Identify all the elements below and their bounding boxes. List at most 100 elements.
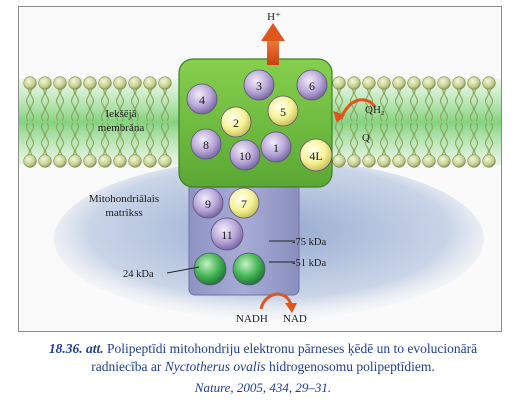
lipid-head (422, 76, 436, 90)
membrane-label-line2: membrāna (98, 122, 145, 134)
nadh-label: NADH (236, 313, 268, 325)
lipid-head (98, 154, 112, 168)
subunit-label: 10 (239, 149, 251, 163)
subunit-label: 2 (233, 116, 239, 130)
lipid-head (362, 76, 376, 90)
caption-line1: 18.36. att. Polipeptīdi mitohondriju ele… (0, 340, 526, 358)
lipid-head (377, 154, 391, 168)
lipid-head (347, 154, 361, 168)
membrane-complex (178, 58, 333, 188)
kda24-leader (166, 266, 200, 274)
lipid-head (422, 154, 436, 168)
caption-line1-text: Polipeptīdi mitohondriju elektronu pārne… (107, 341, 478, 356)
kda51-label: -51 kDa (292, 258, 326, 269)
subunit-sphere (229, 139, 261, 171)
nad-label: NAD (283, 313, 307, 325)
nadh-arrow (259, 292, 293, 310)
lipid-head (347, 76, 361, 90)
lipid-head (53, 154, 67, 168)
lipid-head (23, 76, 37, 90)
subunit-label: 3 (256, 79, 262, 93)
quinone-arrow (339, 98, 377, 120)
lipid-bilayer (23, 76, 496, 168)
subunit-label: 11 (221, 228, 233, 242)
matrix-label-line1: Mitohondriālais (89, 193, 159, 205)
lipid-head (392, 76, 406, 90)
nadh-arrow-head (285, 303, 297, 313)
kda24-label: 24 kDa (123, 269, 154, 280)
subunit-label: 4 (199, 93, 205, 107)
lipid-head (332, 154, 346, 168)
kda75-label: -75 kDa (292, 237, 326, 248)
lipid-head (38, 154, 52, 168)
subunit-label: 5 (280, 105, 286, 119)
subunit-sphere (186, 83, 218, 115)
lipid-head (407, 76, 421, 90)
subunit-sphere (296, 69, 328, 101)
subunit-label: 1 (273, 141, 279, 155)
lipid-head (113, 76, 127, 90)
lipid-head (38, 76, 52, 90)
lipid-head (83, 154, 97, 168)
caption-line2-after: hidrogenosomu polipeptīdiem. (268, 359, 435, 374)
subunit-sphere (192, 187, 224, 219)
figure-panel: 4 3 6 2 5 8 10 1 4L 9 7 11 H⁺ Iekšējā membrāna Mito… (18, 6, 502, 332)
caption-species: Nyctotherus ovalis (164, 359, 266, 374)
lipid-head (128, 76, 142, 90)
complex-i-diagram: 4 3 6 2 5 8 10 1 4L 9 7 11 H⁺ Iekšējā membrāna Mito… (19, 11, 501, 325)
lipid-head (158, 154, 172, 168)
lipid-head (467, 76, 481, 90)
subunit-sphere (267, 95, 299, 127)
lipid-head (362, 154, 376, 168)
subunit-label: 8 (203, 138, 209, 152)
caption-line2: radniecība ar Nyctotherus ovalis hidroge… (0, 358, 526, 376)
lipid-head (407, 154, 421, 168)
lipid-head (143, 76, 157, 90)
lipid-head (437, 154, 451, 168)
lipid-head (113, 154, 127, 168)
lipid-head (482, 154, 496, 168)
caption-reference: Nature, 2005, 434, 29–31. (194, 380, 332, 395)
lipid-head (83, 76, 97, 90)
matrix-label-line2: matrikss (105, 207, 142, 219)
lipid-head (53, 76, 67, 90)
subunit-sphere (232, 252, 266, 286)
subunit-sphere (260, 131, 292, 163)
lipid-head (128, 154, 142, 168)
lipid-head (143, 154, 157, 168)
subunit-sphere (228, 187, 260, 219)
q-label: Q (362, 132, 370, 144)
lipid-head (158, 76, 172, 90)
lipid-head (482, 76, 496, 90)
figure-number: 18.36. att. (48, 341, 104, 356)
subunit-sphere (190, 128, 222, 160)
proton-arrow (261, 23, 285, 65)
subunit-sphere (193, 252, 227, 286)
subunit-label: 7 (241, 197, 247, 211)
subunit-sphere (243, 69, 275, 101)
membrane-label-line1: Iekšējā (105, 108, 136, 120)
lipid-head (452, 76, 466, 90)
figure-caption: 18.36. att. Polipeptīdi mitohondriju ele… (0, 340, 526, 397)
lipid-head (437, 76, 451, 90)
lipid-head (452, 154, 466, 168)
quinone-arrow-head (333, 111, 345, 123)
subunits: 4 3 6 2 5 8 10 1 4L 9 7 11 (186, 69, 333, 286)
subunit-sphere (299, 138, 333, 172)
lipid-head (332, 76, 346, 90)
lipid-head (392, 154, 406, 168)
subunit-sphere (220, 106, 252, 138)
subunit-label: 9 (205, 197, 211, 211)
lipid-head (467, 154, 481, 168)
proton-label: H⁺ (267, 11, 281, 23)
qh2-label: QH₂ (365, 104, 385, 116)
lipid-head (68, 76, 82, 90)
caption-line2-before: radniecība ar (91, 359, 162, 374)
subunit-sphere (210, 217, 244, 251)
subunit-label: 6 (309, 79, 315, 93)
lipid-head (377, 76, 391, 90)
lipid-head (23, 154, 37, 168)
subunit-label: 4L (309, 149, 322, 163)
lipid-head (98, 76, 112, 90)
lipid-head (68, 154, 82, 168)
